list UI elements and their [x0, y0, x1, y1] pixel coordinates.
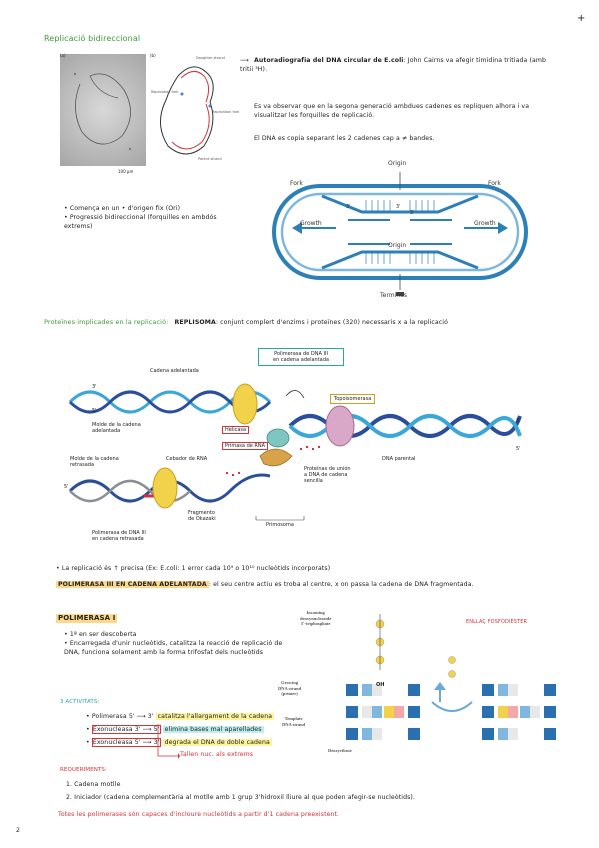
- section-title-replicacio: Replicació bidireccional: [44, 34, 141, 43]
- requeriments-title: REQUERIMENTS:: [60, 767, 107, 773]
- activitats-title: 3 ACTIVITATS:: [60, 699, 100, 705]
- bullet-item-bidirectional: • Progressió bidireccional (forquilles e…: [64, 214, 217, 230]
- label-helicasa: Helicasa: [222, 426, 250, 434]
- label-primasa: Primasa de RNA: [222, 442, 269, 450]
- label-daughter-strand: Daughter strand: [196, 56, 225, 60]
- activitats-list: • Polimerasa 5' ⟶ 3' catalitza l'allarga…: [86, 712, 296, 747]
- activitat-exonucleasa-53: • Exonucleasa 5' ⟶ 3' degrada el DNA de …: [86, 738, 272, 747]
- activitat-polimerasa: • Polimerasa 5' ⟶ 3' catalitza l'allarga…: [86, 713, 275, 720]
- arrow-right-icon: ⟶: [240, 57, 249, 64]
- label-proteinas-union: Proteínas de unión a DNA de cadena senci…: [304, 466, 351, 484]
- label-b: (b): [150, 53, 156, 58]
- label-5prime-right: 5': [516, 446, 521, 452]
- page-number: 2: [16, 827, 21, 834]
- bullet-item-origin: • Comença en un • d'origen fix (Ori): [64, 205, 181, 212]
- label-3prime-upper: 3': [92, 384, 97, 390]
- label-fork-right: Fork: [488, 180, 501, 187]
- label-origin-top: Origin: [388, 160, 407, 167]
- label-cadena-adelantada: Cadena adelantada: [150, 368, 199, 374]
- label-growth-left: Growth: [300, 220, 322, 227]
- label-incoming: Incoming deoxynucleoside 5'-triphosphate: [300, 610, 332, 626]
- autoradiography-note: ⟶ Autoradiografia del DNA circular de E.c…: [240, 56, 550, 74]
- autoradiography-title: Autoradiografia del DNA circular de E.co…: [254, 57, 404, 64]
- label-origin-bottom: Origin: [388, 242, 407, 249]
- replisoma-label: REPLISOMA: [174, 319, 216, 326]
- section-title-proteines: Proteïnes implicades en la replicació:: [44, 318, 169, 326]
- replication-loop-diagram: [148, 54, 234, 166]
- tallen-note: Tallen nuc. als extrems: [180, 751, 254, 758]
- label-dna-parental: DNA parental: [382, 456, 416, 462]
- autoradiography-detail: : John Cairns va afegir timidina tritiad…: [240, 57, 547, 73]
- paragraph-generation: Es va observar que en la segona generaci…: [254, 103, 530, 119]
- label-primosoma: Primosoma: [266, 522, 294, 528]
- requeriment-iniciador: 2. Iniciador (cadena complementària al m…: [66, 794, 415, 801]
- replisome-heading: Proteïnes implicades en la replicació: R…: [44, 318, 564, 327]
- label-5prime-lower: 5': [64, 484, 69, 490]
- pol-i-item-function: • Encarregada d'unir nucleòtids, catalit…: [64, 640, 283, 656]
- label-3prime-right: 3': [516, 418, 521, 424]
- requeriments-list: 1. Cadena motlle 2. Iniciador (cadena co…: [66, 780, 546, 802]
- pol-i-item-discovery: • 1ª en ser descoberta: [64, 631, 137, 638]
- label-growth-right: Growth: [474, 220, 496, 227]
- scale-label: 100 μm: [118, 169, 134, 174]
- precision-note: • La replicació és ↑ precisa (Ex: E.coli…: [56, 565, 331, 572]
- phosphodiester-mechanism-figure: [272, 610, 572, 760]
- label-deoxyribose: Deoxyribose: [328, 748, 352, 753]
- label-template: Template DNA strand: [282, 716, 306, 727]
- final-note: Totes les polimerases són capaces d'incl…: [58, 811, 340, 818]
- label-pol-lag: Polimerasa de DNA III en cadena retrasad…: [92, 530, 146, 542]
- label-terminus: Terminus: [380, 292, 407, 299]
- polimerasa-i-title: POLIMERASA I: [56, 614, 118, 623]
- label-fragmento-okazaki: Fragmento de Okazaki: [188, 510, 216, 522]
- label-oh: OH: [376, 682, 385, 688]
- activitat-exonucleasa-35: • Exonucleasa 3' ⟶ 5' elimina bases mal …: [86, 725, 264, 734]
- pol3-description: : el seu centre actiu es troba al centre…: [208, 581, 474, 588]
- requeriment-motlle: 1. Cadena motlle: [66, 781, 121, 788]
- label-3prime-c: 3': [410, 210, 415, 216]
- pol3-highlight: POLIMERASA III EN CADENA ADELANTADA: [56, 581, 209, 588]
- label-cebador: Cebador de RNA: [166, 456, 208, 462]
- label-topoisomerasa: Topoisomerasa: [330, 394, 376, 404]
- arrow-to-note: [157, 724, 180, 759]
- label-3prime-b: 3': [396, 204, 401, 210]
- label-pol-lead: Polimerasa de DNA III en cadena adelanta…: [258, 348, 344, 366]
- label-molde-adelantada: Molde de la cadena adelantada: [92, 422, 141, 434]
- polimerasa-i-list: • 1ª en ser descoberta • Encarregada d'u…: [64, 630, 284, 657]
- label-replication-fork-1: Replication fork: [151, 90, 179, 94]
- label-fork-left: Fork: [290, 180, 303, 187]
- corner-plus-mark: +: [577, 13, 586, 24]
- bullet-list-origin: • Comença en un • d'origen fix (Ori) • P…: [64, 204, 244, 231]
- bidirectional-fork-diagram: [262, 158, 538, 302]
- label-parent-strand: Parent strand: [198, 157, 222, 161]
- label-3prime-a: 3': [346, 204, 351, 210]
- replisoma-definition: : conjunt complert d'enzims i proteïnes …: [215, 319, 449, 326]
- label-5prime-upper: 5': [92, 408, 97, 414]
- label-molde-retrasada: Molde de la cadena retrasada: [70, 456, 119, 468]
- pol3-note: POLIMERASA III EN CADENA ADELANTADA: el …: [56, 580, 576, 589]
- replisome-figure: [60, 346, 530, 551]
- label-enllac: ENLLAÇ FOSFODIÈSTER: [466, 619, 528, 625]
- label-replication-fork-2: Replication fork: [212, 110, 240, 114]
- label-growing: Growing DNA strand (primer): [278, 680, 302, 696]
- paragraph-copy: El DNA es copia separant les 2 cadenes c…: [254, 135, 435, 142]
- micrograph-image: [60, 54, 146, 166]
- label-a: (a): [60, 53, 66, 58]
- micrograph-dna-loop: [74, 73, 131, 150]
